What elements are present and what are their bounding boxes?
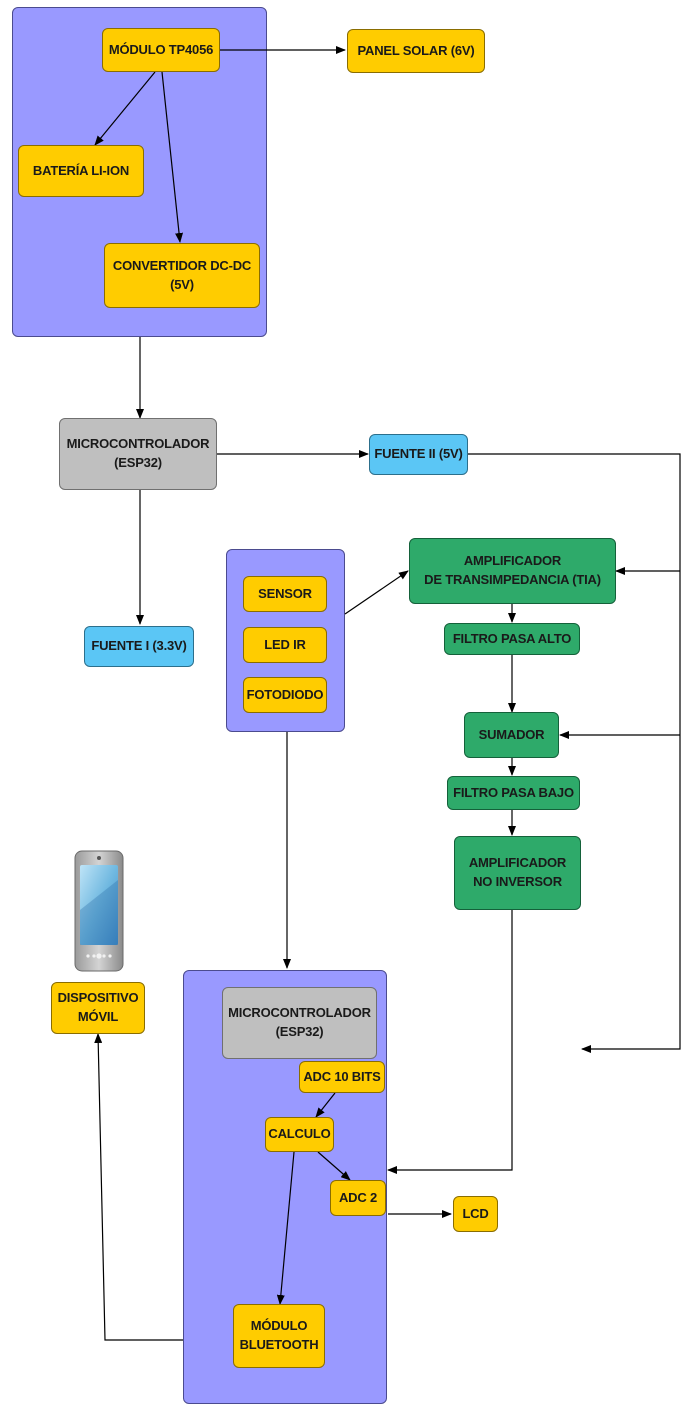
node-sumador: SUMADOR bbox=[464, 712, 559, 758]
arrow-calculo-to-adc2 bbox=[317, 1151, 351, 1181]
arrow-tp4056-to-bateria bbox=[94, 71, 156, 146]
node-fuente-i: FUENTE I (3.3V) bbox=[84, 626, 194, 667]
node-filtro-alto: FILTRO PASA ALTO bbox=[444, 623, 580, 655]
node-tp4056: MÓDULO TP4056 bbox=[102, 28, 220, 72]
node-led-ir: LED IR bbox=[243, 627, 327, 663]
node-panel-solar: PANEL SOLAR (6V) bbox=[347, 29, 485, 73]
node-convertidor: CONVERTIDOR DC-DC (5V) bbox=[104, 243, 260, 308]
node-lcd: LCD bbox=[453, 1196, 498, 1232]
arrow-sensor-to-tia bbox=[344, 570, 409, 615]
arrow-tp4056-to-convertidor bbox=[161, 71, 184, 243]
node-bateria: BATERÍA LI-ION bbox=[18, 145, 144, 197]
node-tia: AMPLIFICADOR DE TRANSIMPEDANCIA (TIA) bbox=[409, 538, 616, 604]
node-adc10: ADC 10 BITS bbox=[299, 1061, 385, 1093]
line-no-inversor-to-calculo bbox=[387, 910, 513, 1174]
arrow-adc10-to-calculo bbox=[315, 1092, 336, 1118]
node-fuente-ii: FUENTE II (5V) bbox=[369, 434, 468, 475]
fuente-ii-bus bbox=[468, 453, 681, 1053]
node-bluetooth: MÓDULO BLUETOOTH bbox=[233, 1304, 325, 1368]
arrow-bottom-to-dispositivo bbox=[94, 1033, 183, 1341]
smartphone-icon bbox=[74, 850, 124, 972]
node-filtro-bajo: FILTRO PASA BAJO bbox=[447, 776, 580, 810]
node-micro-bottom: MICROCONTROLADOR (ESP32) bbox=[222, 987, 377, 1059]
arrow-calculo-to-bluetooth bbox=[276, 1151, 295, 1305]
node-no-inversor: AMPLIFICADOR NO INVERSOR bbox=[454, 836, 581, 910]
node-calculo: CALCULO bbox=[265, 1117, 334, 1152]
node-dispositivo-movil: DISPOSITIVO MÓVIL bbox=[51, 982, 145, 1034]
node-fotodiodo: FOTODIODO bbox=[243, 677, 327, 713]
node-micro-top: MICROCONTROLADOR (ESP32) bbox=[59, 418, 217, 490]
node-sensor: SENSOR bbox=[243, 576, 327, 612]
node-adc2: ADC 2 bbox=[330, 1180, 386, 1216]
